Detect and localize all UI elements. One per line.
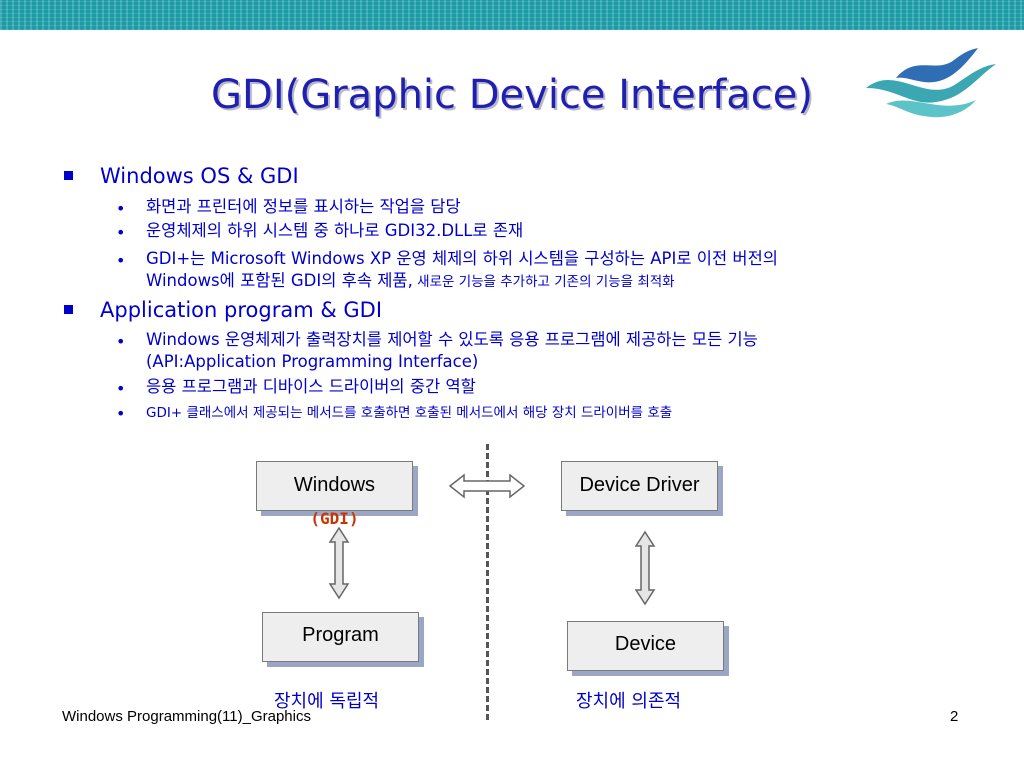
- section-heading: Application program & GDI: [100, 298, 383, 322]
- device-driver-label: Device Driver: [579, 474, 700, 496]
- dot-bullet-icon: •: [116, 251, 126, 270]
- dot-bullet-icon: •: [116, 379, 126, 398]
- device-dependent-caption: 장치에 의존적: [576, 691, 682, 712]
- list-item-line: (API:Application Programming Interface): [146, 352, 479, 371]
- device-box: Device: [567, 621, 724, 671]
- footer-course-title: Windows Programming(11)_Graphics: [62, 708, 311, 725]
- top-decorative-band: [0, 0, 1024, 30]
- dot-bullet-icon: •: [116, 404, 126, 423]
- program-box: Program: [262, 612, 419, 662]
- windows-gdi-box: Windows (GDI): [256, 461, 413, 528]
- section-heading: Windows OS & GDI: [100, 164, 299, 188]
- dot-bullet-icon: •: [116, 332, 126, 351]
- list-item: 응용 프로그램과 디바이스 드라이버의 중간 역할: [146, 377, 476, 396]
- list-item: GDI+ 클래스에서 제공되는 메서드를 호출하면 호출된 메서드에서 해당 장…: [146, 405, 673, 421]
- gdi-label: (GDI): [310, 509, 359, 528]
- list-item-line: GDI+는 Microsoft Windows XP 운영 체제의 하위 시스템…: [146, 249, 778, 268]
- slide-title: GDI(Graphic Device Interface): [211, 72, 813, 118]
- device-label: Device: [614, 633, 677, 655]
- list-item-line: Windows에 포함된 GDI의 후속 제품,: [146, 271, 413, 290]
- list-item-line: Windows 운영체제가 출력장치를 제어할 수 있도록 응용 프로그램에 제…: [146, 330, 758, 349]
- square-bullet-icon: [64, 171, 73, 180]
- list-item-note: 새로운 기능을 추가하고 기존의 기능을 최적화: [412, 274, 675, 290]
- list-item: 화면과 프린터에 정보를 표시하는 작업을 담당: [146, 197, 461, 216]
- program-label: Program: [302, 624, 379, 646]
- vertical-double-arrow-icon: [634, 530, 656, 606]
- page-number: 2: [950, 708, 959, 725]
- dot-bullet-icon: •: [116, 223, 126, 242]
- bullet-content: Windows OS & GDI • 화면과 프린터에 정보를 표시하는 작업을…: [64, 164, 936, 423]
- horizontal-double-arrow-icon: [448, 473, 526, 499]
- list-item: GDI+는 Microsoft Windows XP 운영 체제의 하위 시스템…: [146, 248, 936, 293]
- device-independent-caption: 장치에 독립적: [274, 691, 380, 712]
- wave-logo-icon: [866, 48, 996, 118]
- divider-dashed-line: [486, 444, 489, 720]
- vertical-double-arrow-icon: [328, 526, 350, 600]
- windows-label: Windows: [293, 474, 376, 496]
- device-driver-box: Device Driver: [561, 461, 718, 511]
- dot-bullet-icon: •: [116, 199, 126, 218]
- list-item: 운영체제의 하위 시스템 중 하나로 GDI32.DLL로 존재: [146, 221, 524, 240]
- list-item: Windows 운영체제가 출력장치를 제어할 수 있도록 응용 프로그램에 제…: [146, 329, 936, 373]
- square-bullet-icon: [64, 305, 73, 314]
